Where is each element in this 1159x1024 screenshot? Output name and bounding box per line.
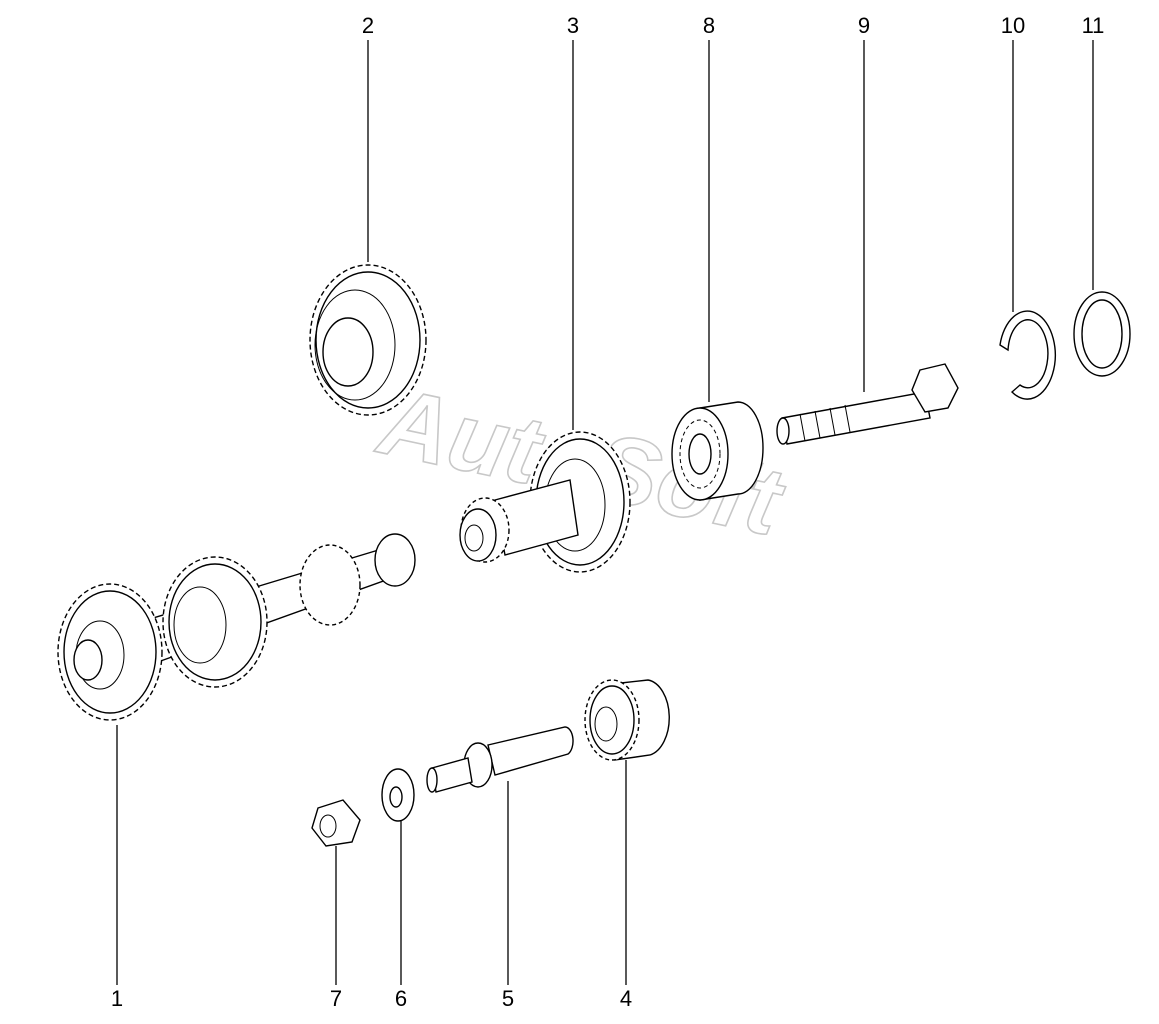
callout-9: 9 bbox=[858, 13, 870, 38]
part-3-gear-shaft bbox=[459, 431, 631, 573]
callout-4: 4 bbox=[620, 986, 632, 1011]
part-8-bearing bbox=[671, 401, 764, 501]
callout-3: 3 bbox=[567, 13, 579, 38]
part-10-snap-ring bbox=[999, 310, 1056, 400]
callout-5: 5 bbox=[502, 986, 514, 1011]
callout-labels: 2 3 8 9 10 11 1 7 6 5 4 bbox=[111, 13, 1105, 1011]
part-7-nut bbox=[311, 799, 361, 847]
callout-2: 2 bbox=[362, 13, 374, 38]
callout-6: 6 bbox=[395, 986, 407, 1011]
part-11-ring bbox=[1073, 291, 1131, 377]
part-5-stud bbox=[426, 726, 574, 793]
part-1-cluster-gear bbox=[57, 533, 416, 721]
callout-11: 11 bbox=[1082, 13, 1105, 38]
callout-8: 8 bbox=[703, 13, 715, 38]
callout-1: 1 bbox=[111, 986, 123, 1011]
part-2-gear bbox=[309, 264, 427, 416]
callout-10: 10 bbox=[1001, 13, 1025, 38]
part-4-small-gear bbox=[584, 679, 670, 761]
callout-7: 7 bbox=[330, 986, 342, 1011]
part-6-washer bbox=[381, 768, 415, 822]
part-9-bolt bbox=[776, 363, 959, 445]
leader-lines bbox=[116, 40, 1094, 985]
